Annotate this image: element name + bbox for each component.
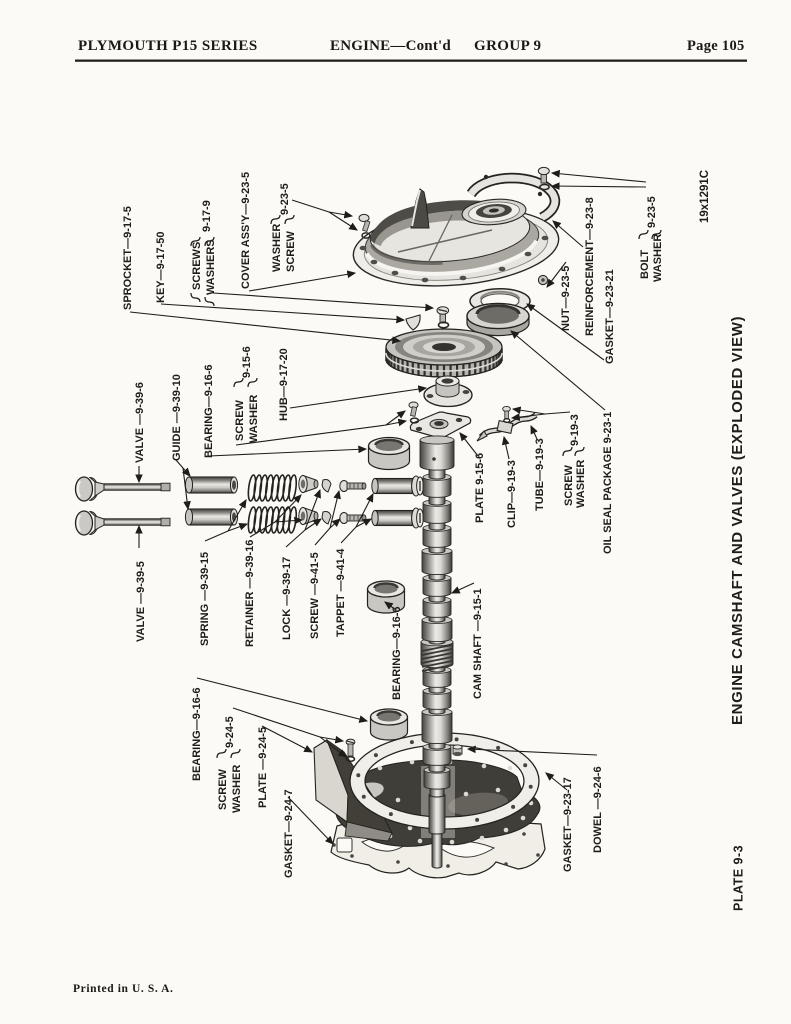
- svg-text:GASKET—9-23-21: GASKET—9-23-21: [604, 269, 616, 364]
- svg-text:CLIP—9-19-3: CLIP—9-19-3: [506, 460, 518, 528]
- svg-text:SPRING —9-39-15: SPRING —9-39-15: [199, 552, 211, 646]
- svg-text:OIL SEAL PACKAGE 9-23-1: OIL SEAL PACKAGE 9-23-1: [602, 412, 614, 554]
- svg-text:PLATE 9-15-6: PLATE 9-15-6: [474, 453, 486, 523]
- svg-text:WASHER: WASHER: [271, 224, 283, 272]
- svg-text:19x1291C: 19x1291C: [699, 170, 711, 223]
- svg-text:WASHER: WASHER: [652, 234, 664, 282]
- svg-text:WASHERS: WASHERS: [205, 239, 217, 295]
- svg-text:SCREW: SCREW: [217, 768, 229, 810]
- svg-text:9-19-3: 9-19-3: [569, 414, 581, 446]
- svg-text:SCREW: SCREW: [234, 399, 246, 441]
- svg-text:PLATE —9-24-5: PLATE —9-24-5: [257, 727, 269, 808]
- svg-text:KEY—9-17-50: KEY—9-17-50: [155, 231, 167, 303]
- svg-text:NUT—9-23-5: NUT—9-23-5: [560, 266, 572, 331]
- svg-text:9-17-9: 9-17-9: [201, 200, 213, 232]
- svg-text:HUB—9-17-20: HUB—9-17-20: [278, 348, 290, 421]
- svg-text:Printed in U. S. A.: Printed in U. S. A.: [73, 983, 174, 995]
- svg-text:SCREW: SCREW: [285, 230, 297, 272]
- svg-text:GASKET—9-24-7: GASKET—9-24-7: [283, 789, 295, 878]
- svg-text:DOWEL —9-24-6: DOWEL —9-24-6: [592, 766, 604, 853]
- svg-text:REINFORCEMENT—9-23-8: REINFORCEMENT—9-23-8: [584, 197, 596, 336]
- svg-text:CAM SHAFT —9-15-1: CAM SHAFT —9-15-1: [472, 588, 484, 699]
- svg-text:WASHER: WASHER: [575, 460, 587, 508]
- svg-text:COVER ASS'Y—9-23-5: COVER ASS'Y—9-23-5: [240, 172, 252, 289]
- svg-text:GUIDE —9-39-10: GUIDE —9-39-10: [171, 374, 183, 461]
- svg-text:PLATE 9-3: PLATE 9-3: [731, 845, 745, 911]
- svg-text:GASKET—9-23-17: GASKET—9-23-17: [562, 777, 574, 872]
- svg-text:WASHER: WASHER: [231, 765, 243, 813]
- svg-text:9-24-5: 9-24-5: [224, 716, 236, 748]
- svg-text:TAPPET —9-41-4: TAPPET —9-41-4: [335, 548, 347, 637]
- svg-text:Page 105: Page 105: [687, 38, 745, 54]
- svg-text:GROUP 9: GROUP 9: [474, 38, 541, 54]
- svg-text:SPROCKET—9-17-5: SPROCKET—9-17-5: [122, 206, 134, 310]
- svg-text:BEARING—9-16-6: BEARING—9-16-6: [391, 606, 403, 700]
- svg-text:ENGINE—Cont'd: ENGINE—Cont'd: [330, 38, 451, 54]
- svg-text:VALVE —9-39-5: VALVE —9-39-5: [135, 561, 147, 642]
- svg-text:VALVE —9-39-6: VALVE —9-39-6: [134, 382, 146, 463]
- svg-text:9-23-5: 9-23-5: [646, 196, 658, 228]
- svg-text:BOLT: BOLT: [639, 250, 651, 279]
- svg-text:RETAINER —9-39-16: RETAINER —9-39-16: [244, 540, 256, 647]
- svg-text:9-23-5: 9-23-5: [279, 183, 291, 215]
- svg-text:SCREW: SCREW: [563, 464, 575, 506]
- svg-text:BEARING—9-16-6: BEARING—9-16-6: [191, 687, 203, 781]
- svg-text:BEARING—9-16-6: BEARING—9-16-6: [203, 364, 215, 458]
- svg-text:WASHER: WASHER: [248, 395, 260, 443]
- svg-text:ENGINE CAMSHAFT AND VALVES (EX: ENGINE CAMSHAFT AND VALVES (EXPLODED VIE…: [729, 316, 746, 725]
- svg-text:SCREW —9-41-5: SCREW —9-41-5: [309, 552, 321, 639]
- svg-text:PLYMOUTH P15 SERIES: PLYMOUTH P15 SERIES: [78, 38, 258, 54]
- svg-text:9-15-6: 9-15-6: [241, 346, 253, 378]
- svg-text:SCREWS: SCREWS: [191, 242, 203, 290]
- svg-text:TUBE—9-19-3: TUBE—9-19-3: [534, 438, 546, 511]
- svg-text:LOCK —9-39-17: LOCK —9-39-17: [281, 557, 293, 640]
